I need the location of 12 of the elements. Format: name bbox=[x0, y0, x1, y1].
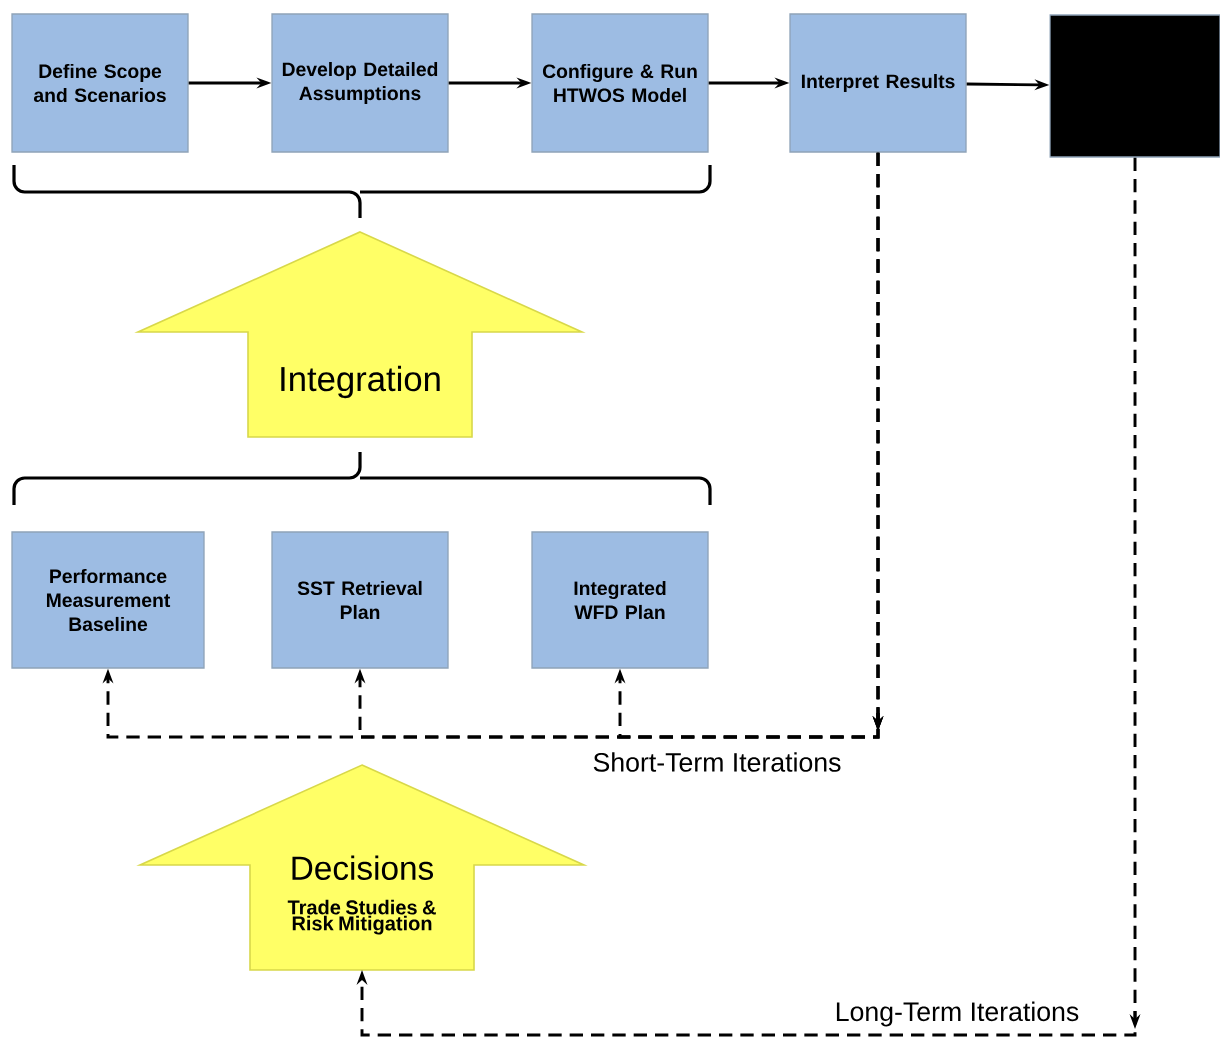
process-box: Integrated WFD Plan bbox=[531, 531, 709, 669]
process-box: Configure & Run HTWOS Model bbox=[531, 13, 709, 153]
process-box: SST Retrieval Plan bbox=[271, 531, 449, 669]
process-box: Define Scope and Scenarios bbox=[11, 13, 189, 153]
dashed-arrow bbox=[614, 152, 884, 739]
blank-box bbox=[1049, 14, 1220, 158]
iteration-label: Short-Term Iterations bbox=[591, 750, 843, 774]
process-box: Develop Detailed Assumptions bbox=[271, 13, 449, 153]
process-box: Performance Measurement Baseline bbox=[11, 531, 205, 669]
iteration-label: Long-Term Iterations bbox=[833, 1000, 1081, 1028]
dashed-arrow bbox=[356, 157, 1141, 1037]
process-box: Interpret Results bbox=[789, 13, 967, 153]
